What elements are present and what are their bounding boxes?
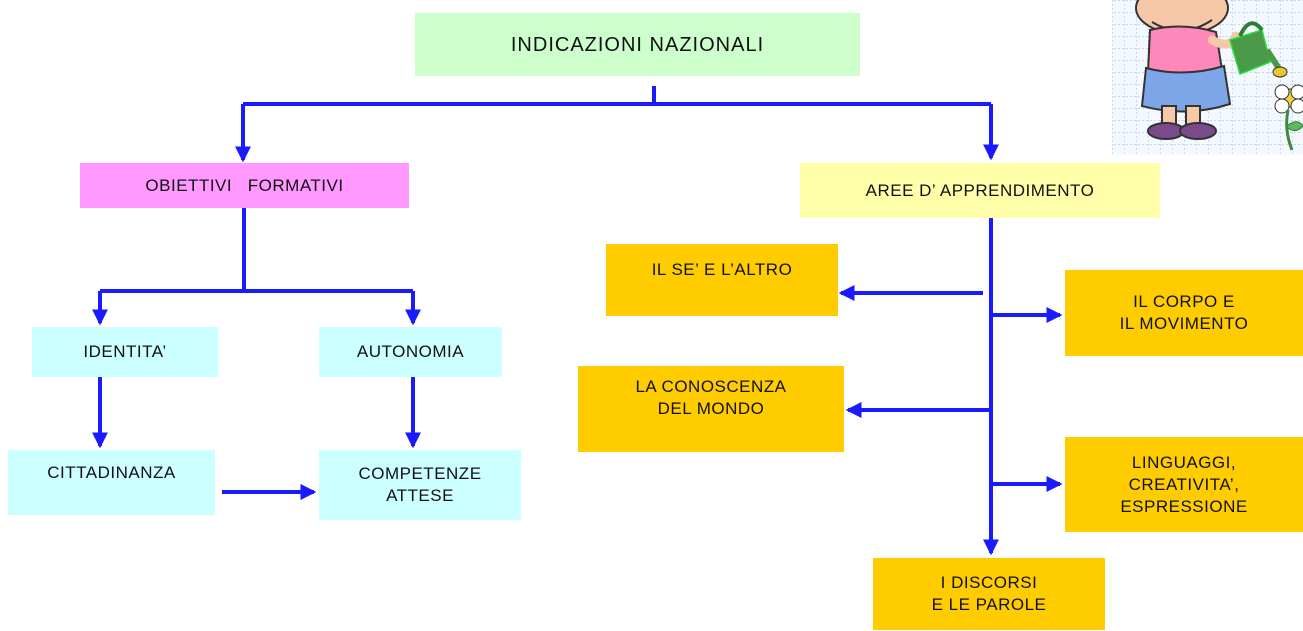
area-discorsi-box: I DISCORSI E LE PAROLE	[873, 558, 1105, 630]
area-linguaggi-label: LINGUAGGI, CREATIVITA’, ESPRESSIONE	[1120, 452, 1248, 516]
area-corpo-box: IL CORPO E IL MOVIMENTO	[1065, 270, 1303, 356]
identita-label: IDENTITA’	[83, 342, 167, 361]
goals-box: OBIETTIVI FORMATIVI	[80, 163, 409, 208]
cittadinanza-label: CITTADINANZA	[47, 463, 176, 482]
area-se-altro-label: IL SE’ E L’ALTRO	[651, 260, 793, 279]
watering-can	[1229, 29, 1271, 76]
child-shoe-right	[1179, 122, 1217, 140]
child-skirt	[1140, 64, 1232, 113]
cittadinanza-box: CITTADINANZA	[8, 450, 215, 515]
areas-box: AREE D’ APPRENDIMENTO	[800, 163, 1160, 218]
competenze-box: COMPETENZE ATTESE	[319, 450, 521, 520]
autonomia-box: AUTONOMIA	[319, 327, 502, 377]
area-conoscenza-box: LA CONOSCENZA DEL MONDO	[578, 366, 844, 452]
identita-box: IDENTITA’	[32, 327, 218, 377]
area-corpo-label: IL CORPO E IL MOVIMENTO	[1119, 292, 1249, 333]
area-discorsi-label: I DISCORSI E LE PAROLE	[931, 573, 1047, 614]
area-linguaggi-box: LINGUAGGI, CREATIVITA’, ESPRESSIONE	[1065, 437, 1303, 532]
autonomia-label: AUTONOMIA	[356, 342, 465, 361]
title-box: INDICAZIONI NAZIONALI	[415, 13, 860, 76]
areas-label: AREE D’ APPRENDIMENTO	[865, 180, 1095, 200]
child-watering-illustration	[1112, 0, 1303, 155]
area-se-altro-box: IL SE’ E L’ALTRO	[606, 244, 838, 316]
child-shirt	[1146, 25, 1224, 77]
goals-label: OBIETTIVI FORMATIVI	[145, 175, 344, 195]
competenze-label: COMPETENZE ATTESE	[358, 464, 482, 505]
area-conoscenza-label: LA CONOSCENZA DEL MONDO	[635, 377, 787, 418]
child-shoe-left	[1147, 122, 1185, 140]
title-label: INDICAZIONI NAZIONALI	[510, 33, 765, 56]
